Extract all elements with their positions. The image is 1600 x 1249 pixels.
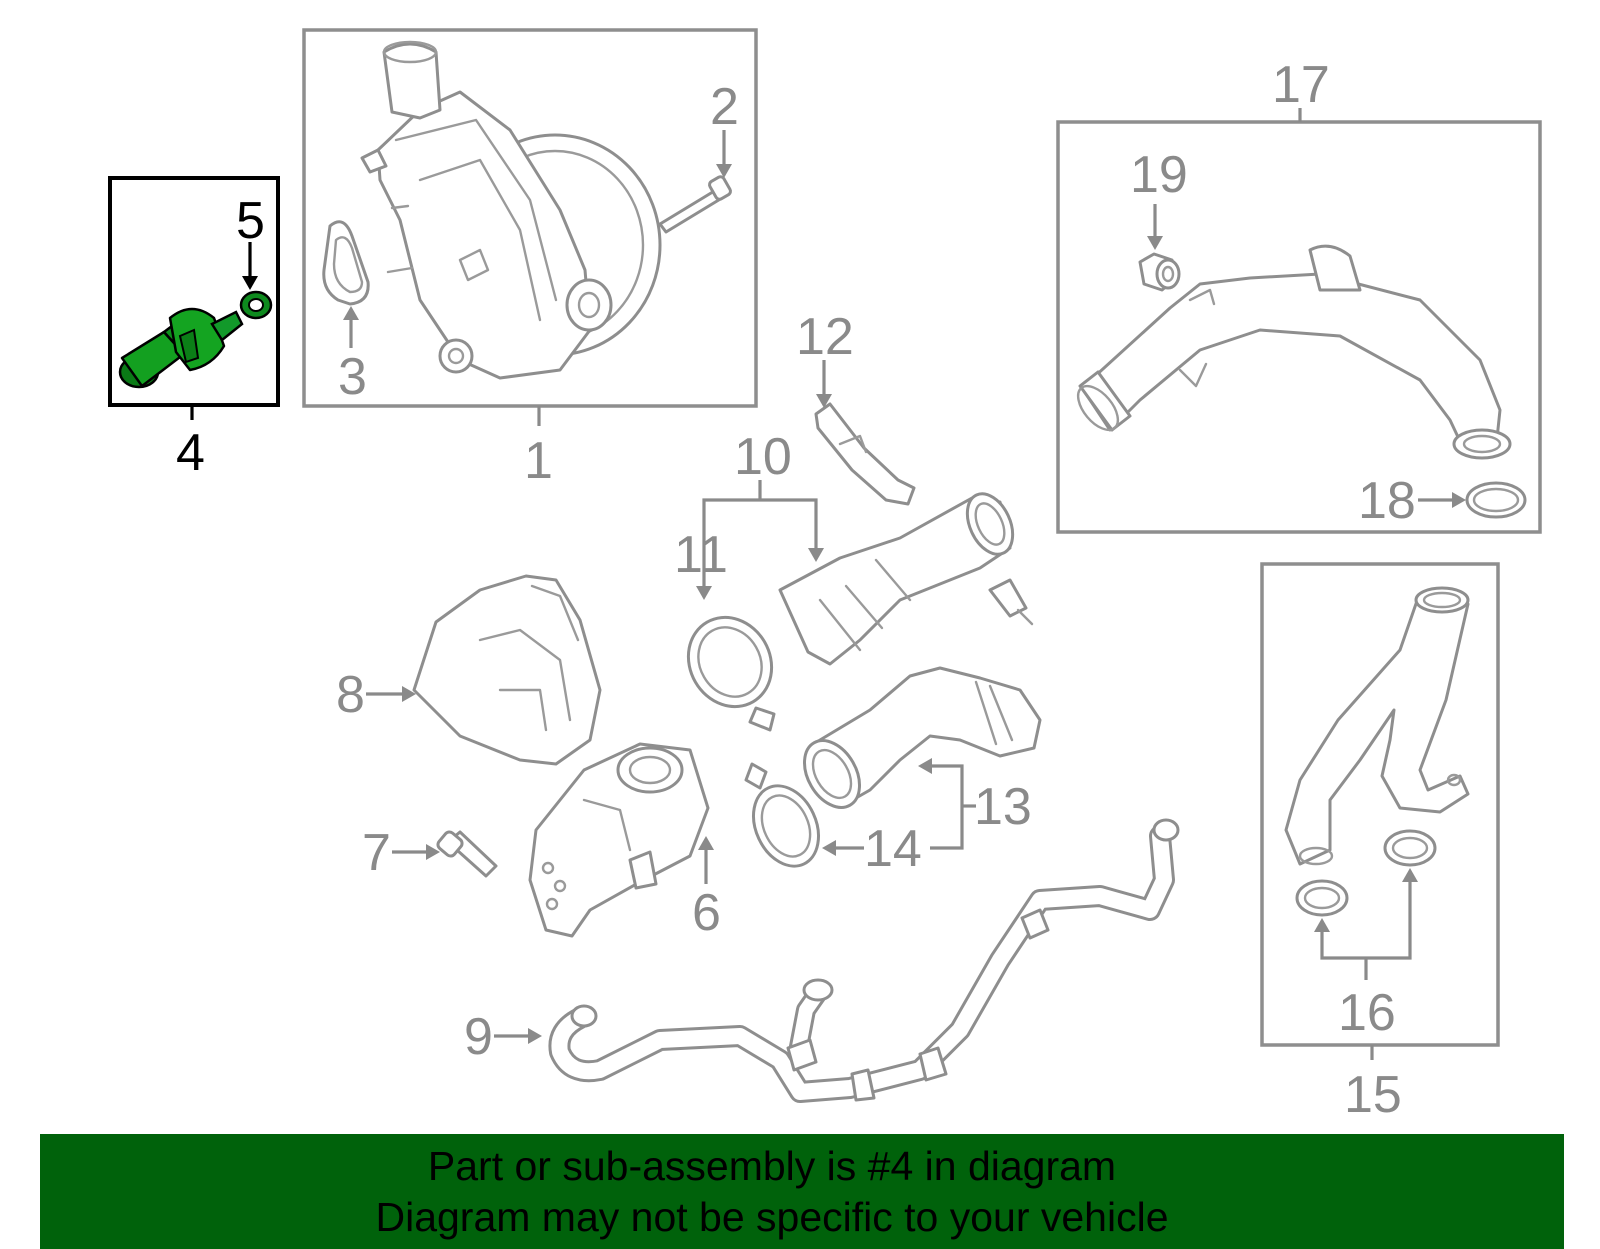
part-4-box bbox=[108, 176, 280, 407]
callout-6: 6 bbox=[692, 884, 721, 942]
callout-1: 1 bbox=[524, 432, 553, 490]
part-6-thermostat-housing[interactable]: 6 bbox=[528, 742, 721, 942]
callout-5: 5 bbox=[236, 192, 265, 250]
part-17-coolant-pipe bbox=[1076, 244, 1512, 460]
banner-line-1: Part or sub-assembly is #4 in diagram bbox=[427, 1142, 1117, 1189]
callout-9: 9 bbox=[464, 1008, 493, 1066]
part-15-box bbox=[1260, 562, 1500, 1047]
part-13-hose[interactable]: 13 bbox=[793, 666, 1042, 850]
callout-19: 19 bbox=[1130, 146, 1188, 204]
part-9-coolant-hose[interactable]: 9 bbox=[464, 818, 1180, 1103]
callout-17: 17 bbox=[1272, 56, 1330, 114]
part-8-cover[interactable]: 8 bbox=[336, 574, 602, 766]
callout-18: 18 bbox=[1358, 472, 1416, 530]
part-11-clamp[interactable]: 11 bbox=[672, 526, 787, 732]
callout-10: 10 bbox=[734, 428, 792, 486]
part-7-bolt[interactable]: 7 bbox=[362, 824, 498, 882]
callout-15: 15 bbox=[1344, 1066, 1402, 1124]
part-19-nut bbox=[1138, 252, 1181, 292]
part-5-seal-ring bbox=[239, 290, 273, 320]
part-1-water-pump bbox=[360, 40, 662, 380]
callout-16: 16 bbox=[1338, 984, 1396, 1042]
callout-8: 8 bbox=[336, 666, 365, 724]
part-15-coolant-pipe bbox=[1284, 586, 1470, 866]
banner-line-2: Diagram may not be specific to your vehi… bbox=[375, 1193, 1169, 1240]
callout-11: 11 bbox=[674, 526, 728, 584]
part-10-outlet-housing[interactable]: 10 bbox=[696, 428, 1034, 666]
part-14-clamp[interactable]: 14 bbox=[741, 762, 922, 878]
part-16-o-rings bbox=[1295, 829, 1437, 917]
callout-13: 13 bbox=[974, 778, 1032, 836]
callout-14: 14 bbox=[864, 820, 922, 878]
part-18-o-ring bbox=[1465, 481, 1527, 519]
callout-3: 3 bbox=[338, 348, 367, 406]
callout-2: 2 bbox=[710, 78, 739, 136]
callout-12: 12 bbox=[796, 308, 854, 366]
callout-4: 4 bbox=[176, 424, 205, 482]
part-1-box bbox=[302, 28, 758, 408]
part-17-group[interactable]: 17 19 18 bbox=[1056, 56, 1542, 534]
part-12-hose[interactable]: 12 bbox=[796, 308, 916, 506]
callout-7: 7 bbox=[362, 824, 391, 882]
part-4-group[interactable]: 5 4 bbox=[108, 176, 280, 482]
part-2-bolt bbox=[658, 175, 732, 234]
part-3-gasket bbox=[322, 220, 370, 306]
part-1-group[interactable]: 1 2 3 bbox=[302, 28, 758, 490]
info-banner: Part or sub-assembly is #4 in diagram Di… bbox=[40, 1134, 1564, 1249]
part-4-coolant-sensor bbox=[118, 307, 244, 389]
part-15-group[interactable]: 15 16 bbox=[1260, 562, 1500, 1124]
